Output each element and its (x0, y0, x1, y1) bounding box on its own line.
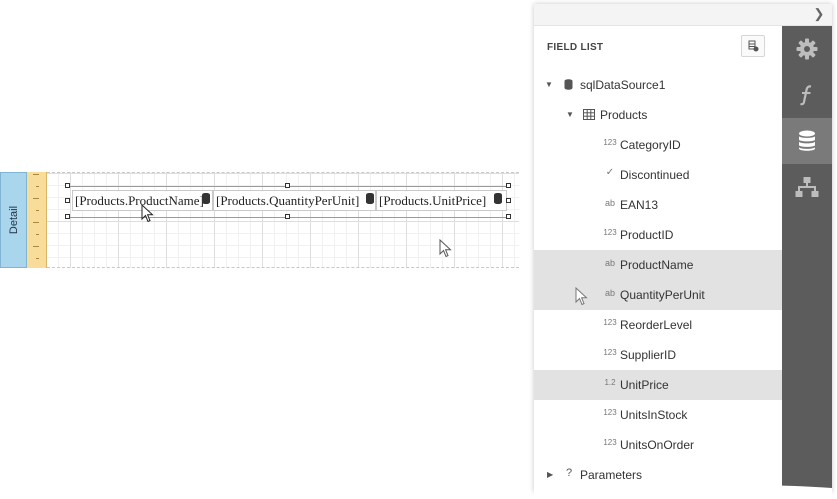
field-label: UnitsInStock (620, 408, 688, 422)
tree-node-parameters[interactable]: ▶ ? Parameters (534, 460, 782, 490)
mouse-pointer-icon (575, 287, 588, 306)
number-type-icon: 123 (603, 138, 617, 147)
tree-node-datasource[interactable]: ▼ sqlDataSource1 (534, 70, 782, 100)
function-icon (800, 85, 812, 106)
field-label: Discontinued (620, 168, 690, 182)
panel-tab-sidebar (782, 26, 832, 492)
vertical-ruler (27, 172, 47, 268)
field-label: QuantityPerUnit (620, 288, 705, 302)
panel-header-bar: ❯ (534, 4, 832, 26)
field-list-item[interactable]: ab EAN13 (534, 190, 782, 220)
field-list-item[interactable]: ✓ Discontinued (534, 160, 782, 190)
string-type-icon: ab (604, 288, 615, 298)
field-list-item[interactable]: ab ProductName (534, 250, 782, 280)
field-list-item[interactable]: 123 UnitsOnOrder (534, 430, 782, 460)
resize-handle[interactable] (65, 198, 70, 203)
ruler-tick (33, 246, 39, 247)
tree-node-table[interactable]: ▼ Products (534, 100, 782, 130)
field-label: UnitPrice (620, 378, 669, 392)
hierarchy-icon (795, 177, 819, 197)
number-type-icon: 123 (603, 438, 617, 447)
gear-icon (796, 38, 818, 60)
mouse-pointer-icon (439, 239, 452, 258)
panel-title: FIELD LIST (547, 42, 604, 53)
field-list-item[interactable]: 123 CategoryID (534, 130, 782, 160)
panel-torn-edge (534, 482, 832, 499)
expand-arrow-icon[interactable]: ▼ (566, 110, 574, 119)
datasource-icon (564, 79, 573, 90)
mouse-pointer-icon (141, 204, 154, 223)
resize-handle[interactable] (285, 214, 290, 219)
chevron-right-icon: ❯ (813, 6, 825, 21)
boolean-type-icon: ✓ (605, 167, 615, 178)
field-list-content: FIELD LIST ▼ sqlDataSource1 ▼ (534, 26, 782, 492)
datasource-binding-icon (494, 193, 502, 204)
field-label: UnitsOnOrder (620, 438, 695, 452)
field-list-item[interactable]: 123 ProductID (534, 220, 782, 250)
ruler-tick (36, 210, 39, 211)
decimal-type-icon: 1.2 (604, 378, 616, 387)
expand-arrow-icon[interactable]: ▶ (547, 470, 554, 479)
field-label: ProductID (620, 228, 674, 242)
field-list-item[interactable]: ab QuantityPerUnit (534, 280, 782, 310)
calculated-field-icon (748, 40, 759, 52)
number-type-icon: 123 (603, 408, 617, 417)
expressions-tab-button[interactable] (782, 72, 832, 118)
field-label: CategoryID (620, 138, 681, 152)
field-list-item[interactable]: 1.2 UnitPrice (534, 370, 782, 400)
field-list-item[interactable]: 123 UnitsInStock (534, 400, 782, 430)
report-explorer-tab-button[interactable] (782, 164, 832, 210)
field-quantityperunit[interactable]: [Products.QuantityPerUnit] (213, 190, 376, 211)
resize-handle[interactable] (506, 198, 511, 203)
field-list-item[interactable]: 123 ReorderLevel (534, 310, 782, 340)
field-list-panel: ❯ FIELD LIST ▼ sqlDataSource1 ▼ (534, 4, 832, 492)
resize-handle[interactable] (65, 183, 70, 188)
datasource-binding-icon (366, 193, 374, 204)
field-label: ProductName (620, 258, 694, 272)
resize-handle[interactable] (506, 214, 511, 219)
collapse-panel-button[interactable]: ❯ (812, 7, 826, 21)
tree-node-label: sqlDataSource1 (580, 78, 666, 92)
resize-handle[interactable] (506, 183, 511, 188)
field-label: EAN13 (620, 198, 659, 212)
properties-tab-button[interactable] (782, 26, 832, 72)
ruler-tick (33, 222, 39, 223)
resize-handle[interactable] (285, 183, 290, 188)
field-unitprice[interactable]: [Products.UnitPrice] (376, 190, 507, 211)
number-type-icon: 123 (603, 318, 617, 327)
string-type-icon: ab (604, 198, 615, 208)
add-calculated-field-button[interactable] (741, 35, 765, 57)
ruler-tick (33, 198, 39, 199)
ruler-tick (36, 186, 39, 187)
ruler-tick (36, 234, 39, 235)
tree-node-label: Products (600, 108, 648, 122)
field-label: ReorderLevel (620, 318, 693, 332)
field-productname-text: [Products.ProductName] (75, 193, 204, 208)
string-type-icon: ab (604, 258, 615, 268)
resize-handle[interactable] (65, 214, 70, 219)
expand-arrow-icon[interactable]: ▼ (545, 80, 553, 89)
detail-band-label: Detail (7, 205, 20, 235)
number-type-icon: 123 (603, 228, 617, 237)
table-icon (583, 109, 595, 120)
parameters-icon: ? (565, 467, 573, 479)
database-icon (799, 130, 815, 151)
field-label: SupplierID (620, 348, 677, 362)
detail-band-tab[interactable]: Detail (0, 172, 27, 268)
field-list-item[interactable]: 123 SupplierID (534, 340, 782, 370)
field-quantityperunit-text: [Products.QuantityPerUnit] (216, 193, 360, 208)
field-unitprice-text: [Products.UnitPrice] (379, 193, 487, 208)
number-type-icon: 123 (603, 348, 617, 357)
tree-node-label: Parameters (580, 468, 643, 482)
datasource-binding-icon (202, 193, 210, 204)
ruler-tick (33, 174, 39, 175)
ruler-tick (36, 258, 39, 259)
field-list-tab-button[interactable] (782, 118, 832, 164)
